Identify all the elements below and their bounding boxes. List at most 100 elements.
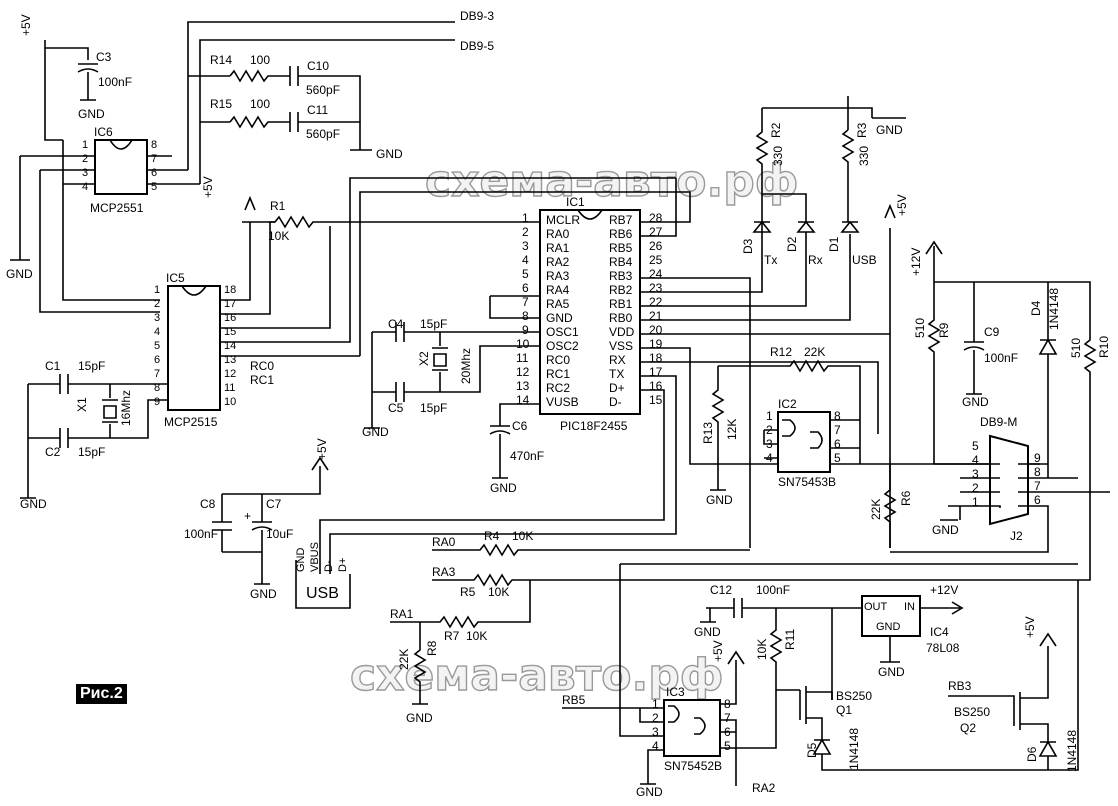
microcontroller-section: IC1 PIC18F2455 MCLR RA0 RA1 RA2 RA3 RA4 … (319, 178, 1040, 574)
svg-text:1: 1 (652, 697, 659, 711)
svg-text:3: 3 (522, 239, 529, 253)
svg-text:3: 3 (652, 725, 659, 739)
svg-text:13: 13 (224, 354, 236, 366)
reset-resistor: R1 10K (250, 199, 540, 243)
svg-text:C5: C5 (388, 401, 404, 415)
svg-text:2: 2 (972, 481, 979, 495)
svg-text:BS250: BS250 (954, 705, 990, 719)
svg-text:RB1: RB1 (609, 297, 633, 311)
svg-text:C12: C12 (710, 583, 732, 597)
svg-text:1: 1 (972, 495, 979, 509)
svg-text:IC6: IC6 (94, 125, 113, 139)
svg-text:VSS: VSS (609, 339, 633, 353)
svg-text:RC1: RC1 (250, 373, 274, 387)
svg-text:RC1: RC1 (546, 367, 570, 381)
svg-text:16: 16 (224, 312, 236, 324)
svg-text:GND: GND (706, 493, 733, 507)
svg-text:D2: D2 (785, 236, 799, 252)
svg-text:GND: GND (876, 621, 901, 633)
svg-text:GND: GND (546, 311, 573, 325)
svg-text:1: 1 (522, 211, 529, 225)
svg-text:10K: 10K (512, 529, 533, 543)
svg-text:GND: GND (6, 267, 33, 281)
regulator-section: C12 100nF GND OUT IN GND IC4 78L08 GND +… (694, 583, 964, 700)
svg-text:PIC18F2455: PIC18F2455 (560, 419, 628, 433)
j2-shell (989, 434, 1029, 526)
svg-text:21: 21 (649, 309, 663, 323)
svg-text:3: 3 (82, 167, 88, 179)
svg-text:C6: C6 (512, 419, 528, 433)
svg-text:R3: R3 (855, 122, 869, 138)
k-line-section: +12V 510 R9 C9 100nF GND D4 1N4148 510 R… (909, 240, 1111, 581)
svg-text:14: 14 (516, 393, 530, 407)
svg-text:8: 8 (154, 382, 160, 394)
svg-text:560pF: 560pF (306, 83, 340, 97)
svg-text:R1: R1 (270, 199, 286, 213)
svg-text:16: 16 (649, 379, 663, 393)
svg-text:26: 26 (649, 239, 663, 253)
svg-text:100nF: 100nF (98, 75, 132, 89)
svg-text:BS250: BS250 (836, 689, 872, 703)
svg-text:R2: R2 (769, 122, 783, 138)
svg-text:24: 24 (649, 267, 663, 281)
svg-text:MCP2551: MCP2551 (90, 201, 144, 215)
svg-text:R12: R12 (770, 345, 792, 359)
svg-text:+5V: +5V (711, 640, 725, 662)
svg-text:9: 9 (1034, 451, 1041, 465)
svg-text:22K: 22K (397, 649, 411, 670)
figure-label: Рис.2 (76, 684, 127, 704)
svg-text:GND: GND (376, 147, 403, 161)
db9-connector: DB9-M J2 5 4 3 2 1 9 8 7 6 GND (890, 415, 1110, 553)
svg-text:510: 510 (913, 318, 927, 338)
svg-text:D4: D4 (1029, 300, 1043, 316)
svg-text:12K: 12K (725, 419, 739, 440)
svg-text:+12V: +12V (909, 248, 923, 276)
svg-text:6: 6 (1034, 493, 1041, 507)
can-controller-section: IC5 MCP2515 1 2 3 4 5 6 7 8 9 18 17 16 1… (20, 176, 676, 511)
svg-text:5: 5 (522, 267, 529, 281)
svg-text:RC0: RC0 (250, 359, 274, 373)
svg-text:10K: 10K (755, 639, 769, 660)
svg-text:R11: R11 (783, 629, 797, 650)
svg-text:RA1: RA1 (390, 607, 414, 621)
svg-text:12: 12 (516, 365, 530, 379)
svg-text:IC3: IC3 (666, 685, 685, 699)
svg-text:RB5: RB5 (609, 241, 633, 255)
svg-text:RB3: RB3 (609, 269, 633, 283)
svg-text:3: 3 (972, 467, 979, 481)
svg-text:RB0: RB0 (609, 311, 633, 325)
svg-text:8: 8 (834, 409, 841, 423)
watermark-bottom: схема-авто.рф (350, 650, 723, 701)
svg-text:6: 6 (154, 354, 160, 366)
svg-text:10K: 10K (488, 585, 509, 599)
svg-text:SN75453B: SN75453B (778, 475, 836, 489)
svg-text:R13: R13 (701, 422, 715, 444)
svg-text:R7: R7 (444, 629, 460, 643)
svg-text:GND: GND (78, 107, 105, 121)
svg-text:1: 1 (82, 139, 88, 151)
svg-text:+5V: +5V (1023, 616, 1037, 638)
svg-text:11: 11 (224, 382, 235, 394)
svg-text:GND: GND (694, 625, 721, 639)
svg-text:C11: C11 (307, 103, 328, 117)
svg-text:10uF: 10uF (266, 527, 293, 541)
usb-section: +5V C8 100nF C7 10uF + GND USB GND VBUS … (184, 438, 351, 609)
svg-text:DB9-5: DB9-5 (460, 39, 494, 53)
ic6-body (94, 139, 148, 195)
svg-text:78L08: 78L08 (926, 641, 960, 655)
svg-text:330: 330 (857, 146, 871, 166)
svg-text:GND: GND (490, 481, 517, 495)
svg-text:5: 5 (154, 340, 160, 352)
svg-text:10K: 10K (268, 229, 289, 243)
svg-text:17: 17 (224, 298, 236, 310)
svg-text:18: 18 (224, 284, 236, 296)
svg-text:TX: TX (609, 367, 624, 381)
svg-text:X2: X2 (417, 351, 431, 366)
svg-text:DB9-M: DB9-M (980, 415, 1017, 429)
svg-text:5: 5 (724, 739, 731, 753)
svg-text:DB9-3: DB9-3 (460, 9, 494, 23)
svg-text:15pF: 15pF (420, 317, 447, 331)
svg-text:5: 5 (834, 451, 841, 465)
svg-text:2: 2 (154, 298, 160, 310)
